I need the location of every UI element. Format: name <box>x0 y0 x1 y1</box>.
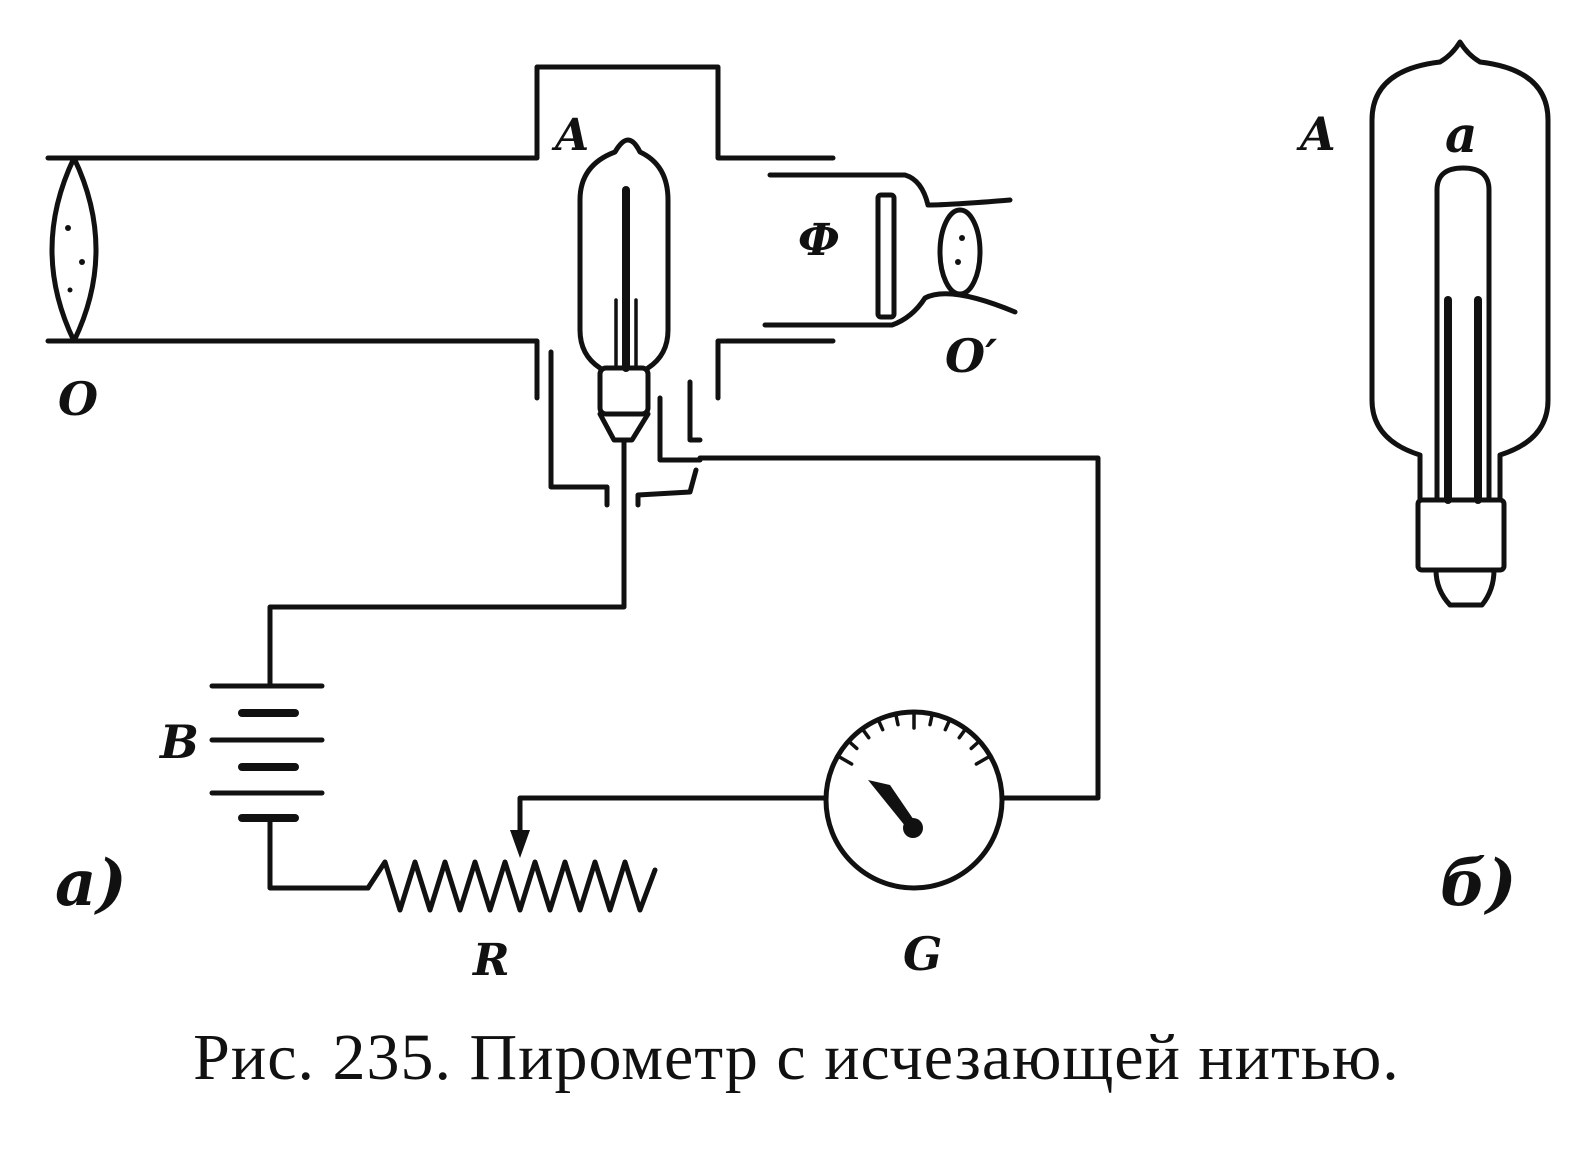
battery-icon <box>209 683 325 822</box>
lamp-detail-icon <box>1369 39 1551 608</box>
scale-tick <box>836 754 854 766</box>
panel-b-label: б) <box>1440 846 1517 921</box>
eyepiece-lens-icon <box>937 207 983 297</box>
galvanometer-icon <box>823 709 1005 891</box>
scale-tick <box>974 754 992 766</box>
rheostat-icon <box>365 830 658 913</box>
lamp-label: A <box>551 110 589 161</box>
pyrometer-lamp-icon <box>577 137 671 443</box>
scale-tick <box>876 717 885 732</box>
rheostat-label: R <box>471 935 510 986</box>
figure-caption: Рис. 235. Пирометр с исчезающей нитью. <box>193 1021 1400 1094</box>
lamp-b-label: A <box>1296 107 1336 161</box>
panel-a-label: а) <box>55 846 127 921</box>
eyepiece-label: O′ <box>945 329 997 383</box>
scale-tick <box>969 739 982 751</box>
circuit-wires <box>267 437 1101 891</box>
objective-lens-icon <box>49 155 99 344</box>
scale-tick <box>957 727 968 740</box>
red-filter <box>875 192 897 320</box>
filter-label: Ф <box>798 215 840 266</box>
objective-label: O <box>58 372 98 426</box>
battery-label: B <box>158 715 199 769</box>
scale-tick <box>893 712 900 727</box>
scale-tick <box>928 712 935 727</box>
filament-label: a <box>1445 105 1477 164</box>
scale-tick <box>846 739 859 751</box>
galvanometer-label: G <box>903 927 942 981</box>
scale-tick <box>943 717 952 732</box>
scale-tick <box>860 727 871 740</box>
telescope-tube <box>45 64 1018 508</box>
